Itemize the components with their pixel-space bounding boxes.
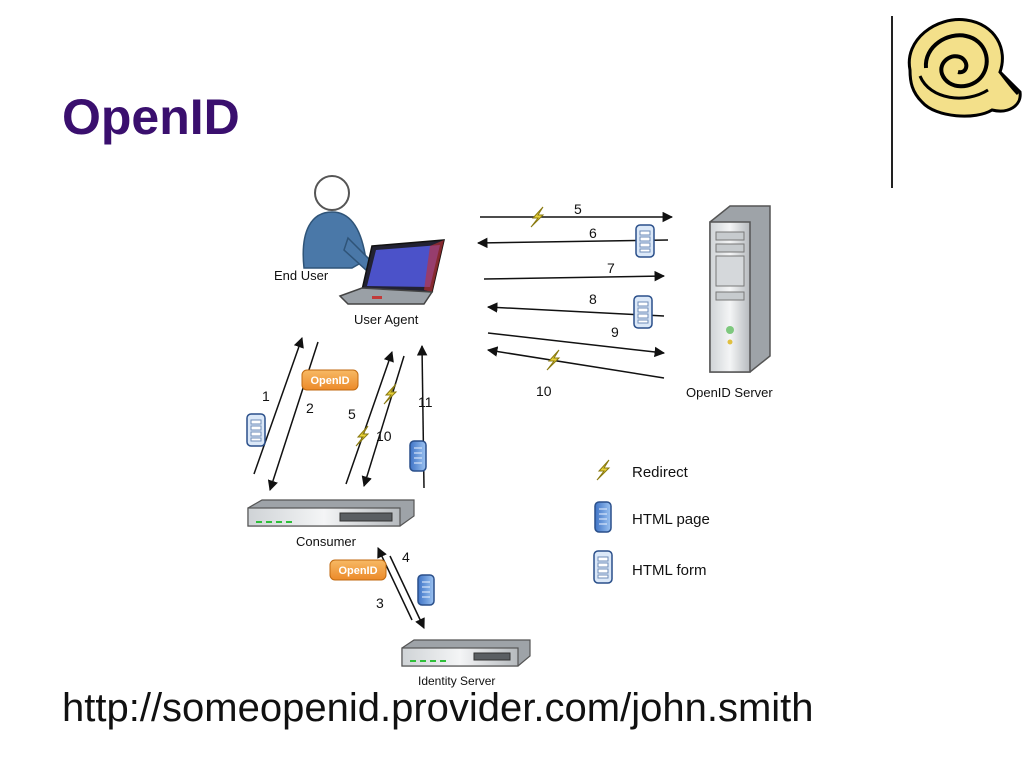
html-page-icon xyxy=(409,440,427,472)
identity-server-icon xyxy=(401,639,531,667)
legend: Redirect HTML page HTML form xyxy=(593,459,710,584)
flow-arrow-10 xyxy=(361,355,405,488)
consumer-server-icon xyxy=(247,499,415,527)
flow-arrow-2 xyxy=(267,341,319,491)
flow-arrow-10-right xyxy=(486,346,665,379)
openid-server-label: OpenID Server xyxy=(686,385,773,400)
snail-logo-icon xyxy=(907,18,1022,118)
svg-text:OpenID: OpenID xyxy=(310,375,349,387)
vertical-divider xyxy=(891,16,893,188)
step-number: 4 xyxy=(402,549,410,565)
html-page-icon xyxy=(594,501,612,533)
html-form-icon xyxy=(635,224,655,258)
identity-server-label: Identity Server xyxy=(418,674,495,688)
flow-arrow-1 xyxy=(253,337,304,475)
html-form-icon xyxy=(246,413,266,447)
step-number: 1 xyxy=(262,388,270,404)
user-agent-label: User Agent xyxy=(354,312,419,327)
user-icon xyxy=(302,175,373,272)
step-number: 3 xyxy=(376,595,384,611)
step-number: 6 xyxy=(589,225,597,241)
flow-arrow-4 xyxy=(377,547,413,621)
step-number: 7 xyxy=(607,260,615,276)
html-form-icon xyxy=(593,550,613,584)
flow-arrow-5 xyxy=(345,351,394,485)
legend-html-form-label: HTML form xyxy=(632,562,706,579)
html-page-icon xyxy=(417,574,435,606)
slide-title: OpenID xyxy=(62,89,240,145)
flow-arrow-3 xyxy=(389,555,425,629)
step-number: 5 xyxy=(574,201,582,217)
server-tower-icon xyxy=(709,205,771,373)
step-number: 10 xyxy=(536,383,552,399)
flow-arrow-9-right xyxy=(487,332,666,358)
openid-url: http://someopenid.provider.com/john.smit… xyxy=(62,686,814,730)
html-form-icon xyxy=(633,295,653,329)
end-user-label: End User xyxy=(274,268,329,283)
legend-html-page-label: HTML page xyxy=(632,511,710,528)
step-number: 8 xyxy=(589,291,597,307)
openid-badge: OpenID xyxy=(301,369,359,391)
openid-badge: OpenID xyxy=(329,559,387,581)
step-number: 5 xyxy=(348,406,356,422)
legend-redirect-label: Redirect xyxy=(632,464,689,481)
svg-text:OpenID: OpenID xyxy=(338,565,377,577)
lightning-icon xyxy=(596,459,610,481)
flow-arrow-7-right xyxy=(483,270,666,282)
laptop-icon xyxy=(338,239,445,305)
lightning-icon xyxy=(355,425,369,447)
step-number: 9 xyxy=(611,324,619,340)
consumer-label: Consumer xyxy=(296,534,357,549)
step-number: 10 xyxy=(376,428,392,444)
step-number: 2 xyxy=(306,400,314,416)
step-number: 11 xyxy=(418,394,433,410)
